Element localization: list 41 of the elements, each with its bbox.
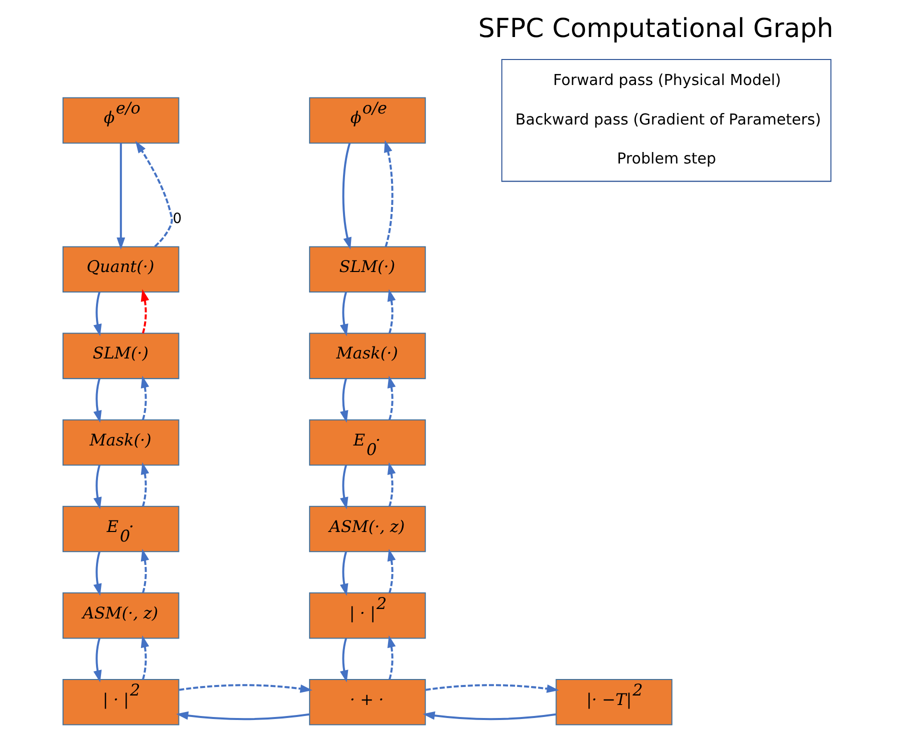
arrow bbox=[92, 638, 102, 682]
arrow bbox=[386, 635, 396, 680]
arrow bbox=[386, 289, 396, 334]
node-box: SLM(·) bbox=[62, 332, 179, 380]
node-box: · + · bbox=[308, 678, 426, 726]
node-box: Quant(·) bbox=[62, 246, 179, 293]
arrow bbox=[92, 378, 102, 423]
arrow bbox=[92, 464, 102, 510]
arrow bbox=[92, 292, 102, 336]
node-box: ASM(·, z) bbox=[308, 506, 426, 552]
arrow bbox=[176, 711, 309, 720]
arrow bbox=[339, 378, 348, 423]
arrow bbox=[339, 638, 348, 682]
arrow bbox=[134, 140, 172, 248]
node-box: Mask(·) bbox=[62, 419, 179, 466]
arrow bbox=[140, 635, 149, 680]
legend-label: Forward pass (Physical Model) bbox=[552, 71, 781, 90]
arrow bbox=[339, 464, 348, 510]
arrow bbox=[116, 143, 125, 250]
arrow bbox=[386, 548, 396, 594]
arrow bbox=[386, 376, 396, 420]
legend-label: Problem step bbox=[616, 150, 716, 168]
arrow bbox=[140, 289, 149, 334]
arrow bbox=[422, 711, 556, 720]
arrow bbox=[339, 552, 348, 596]
arrow bbox=[384, 140, 393, 247]
arrow bbox=[140, 376, 149, 420]
arrow bbox=[178, 684, 312, 693]
arrow bbox=[342, 142, 351, 250]
node-box: Mask(·) bbox=[308, 332, 426, 380]
legend-label: Backward pass (Gradient of Parameters) bbox=[514, 110, 821, 128]
edge-label: 0 bbox=[172, 210, 182, 227]
node-box: SLM(·) bbox=[308, 246, 426, 293]
arrow bbox=[425, 684, 558, 693]
arrow bbox=[140, 548, 149, 594]
arrow bbox=[92, 552, 102, 596]
arrow bbox=[140, 462, 149, 507]
node-box: ASM(·, z) bbox=[62, 592, 179, 639]
arrow bbox=[339, 292, 348, 336]
arrow bbox=[386, 462, 396, 507]
diagram-title: SFPC Computational Graph bbox=[478, 14, 833, 44]
